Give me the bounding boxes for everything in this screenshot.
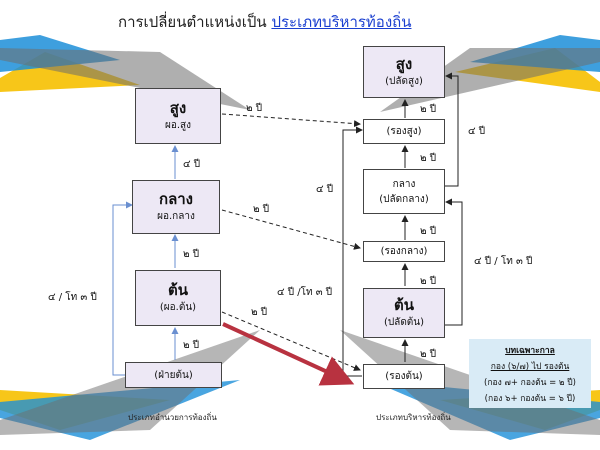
box-left-high-sub: ผอ.สูง	[164, 120, 192, 131]
label-cross-high: ๒ ปี	[246, 103, 263, 114]
arrow-outer-mid-to-high	[444, 72, 459, 187]
box-left-mid-sub: ผอ.กลาง	[157, 211, 195, 222]
box-right-deputy-low: (รองต้น)	[363, 364, 445, 389]
box-right-deputy-mid: (รองกลาง)	[363, 241, 445, 262]
highlight-arrow	[222, 322, 355, 386]
label-entry-to-low: ๒ ปี	[183, 340, 200, 351]
box-left-high: สูง ผอ.สูง	[135, 88, 221, 144]
label-mid-to-high: ๔ ปี	[183, 159, 201, 170]
label-outer-high: ๔ ปี	[468, 126, 486, 137]
label-cross-mid: ๒ ปี	[253, 204, 270, 215]
box-right-high: สูง (ปลัดสูง)	[363, 46, 445, 98]
box-left-mid: กลาง ผอ.กลาง	[132, 180, 220, 234]
label-deputy-high-to-high: ๒ ปี	[420, 104, 437, 115]
box-left-low-main: ต้น	[168, 281, 188, 299]
label-right-4yr: ๔ ปี	[316, 184, 334, 195]
arrow-outer-low-to-mid	[444, 198, 463, 326]
label-outer-mid: ๔ ปี / โท ๓ ปี	[474, 256, 533, 267]
note-line-2: (กอง ๗+ กองต้น = ๒ ปี)	[484, 378, 576, 388]
label-deputy-low-to-low: ๒ ปี	[420, 349, 437, 360]
dashed-low-to-deputy-low	[221, 311, 361, 371]
box-right-mid-sub: (ปลัดกลาง)	[379, 193, 429, 205]
title-link[interactable]: ประเภทบริหารท้องถิ่น	[271, 13, 412, 31]
title-prefix: การเปลี่ยนตำแหน่งเป็น	[118, 13, 267, 31]
label-cross-low-alt: ๔ ปี /โท ๓ ปี	[277, 287, 333, 298]
box-right-high-sub: (ปลัดสูง)	[385, 76, 423, 87]
footer-left: ประเภทอำนวยการท้องถิ่น	[128, 413, 217, 422]
footer-right: ประเภทบริหารท้องถิ่น	[376, 413, 451, 422]
box-right-deputy-high-main: (รองสูง)	[386, 126, 422, 137]
box-left-low: ต้น (ผอ.ต้น)	[135, 270, 221, 326]
label-low-to-deputy-mid: ๒ ปี	[420, 276, 437, 287]
arrow-entry-to-mid-side	[112, 201, 133, 376]
box-right-deputy-high: (รองสูง)	[363, 119, 445, 144]
label-deputy-mid-to-mid: ๒ ปี	[420, 226, 437, 237]
box-right-deputy-low-main: (รองต้น)	[385, 371, 423, 382]
box-right-high-main: สูง	[395, 55, 413, 73]
box-left-high-main: สูง	[169, 99, 187, 117]
label-mid-to-deputy-high: ๒ ปี	[420, 153, 437, 164]
transitional-note: บทเฉพาะกาล กอง (๖/๗) ไป รองต้น (กอง ๗+ ก…	[469, 339, 591, 408]
box-left-entry: (ฝ่ายต้น)	[125, 362, 222, 388]
arrow-deputy-low-to-deputy-high	[342, 126, 363, 377]
box-left-low-sub: (ผอ.ต้น)	[159, 302, 197, 313]
box-right-mid-main: กลาง	[392, 178, 416, 190]
box-left-mid-main: กลาง	[158, 190, 194, 208]
page-title: การเปลี่ยนตำแหน่งเป็น ประเภทบริหารท้องถิ…	[118, 10, 411, 34]
label-cross-low: ๒ ปี	[251, 307, 268, 318]
note-line-1: กอง (๖/๗) ไป รองต้น	[490, 362, 570, 372]
label-low-to-mid: ๒ ปี	[183, 249, 200, 260]
dashed-mid-to-deputy-mid	[221, 209, 361, 250]
dashed-high-to-deputy-high	[221, 113, 361, 128]
box-right-deputy-mid-main: (รองกลาง)	[380, 246, 428, 257]
note-line-3: (กอง ๖+ กองต้น = ๖ ปี)	[484, 394, 576, 404]
label-left-side: ๔ / โท ๓ ปี	[48, 292, 97, 303]
box-right-low-sub: (ปลัดต้น)	[383, 317, 425, 328]
box-right-low: ต้น (ปลัดต้น)	[363, 288, 445, 338]
box-left-entry-main: (ฝ่ายต้น)	[154, 369, 193, 381]
note-heading: บทเฉพาะกาล	[505, 346, 555, 356]
box-right-low-main: ต้น	[394, 296, 414, 314]
box-right-mid: กลาง (ปลัดกลาง)	[363, 169, 445, 214]
